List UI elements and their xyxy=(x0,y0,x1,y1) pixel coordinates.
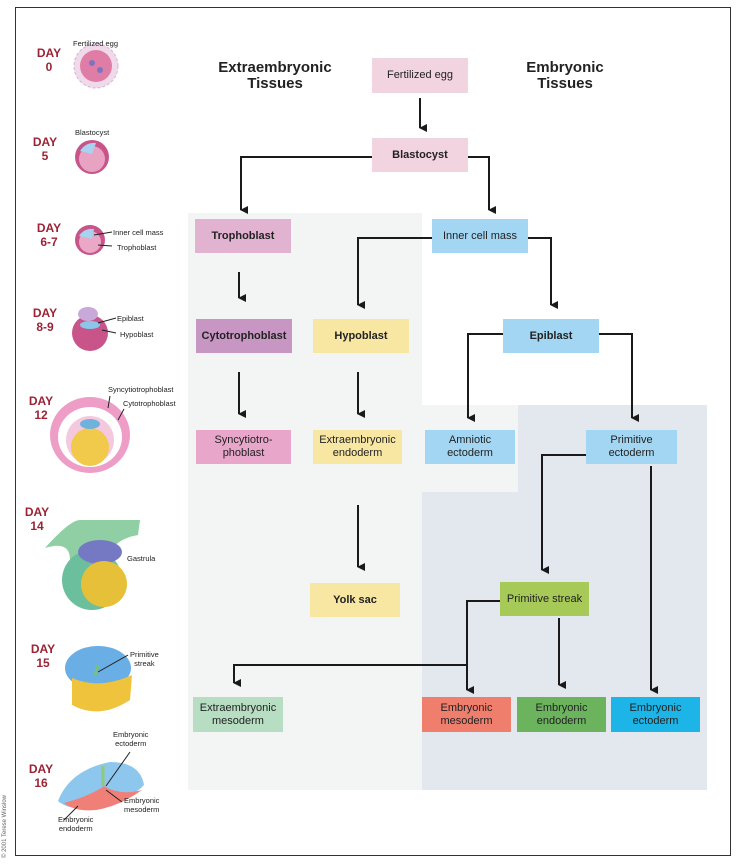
day-89-label: DAY 8-9 xyxy=(32,306,58,334)
box-label: Yolk sac xyxy=(333,593,377,606)
box-hypoblast: Hypoblast xyxy=(313,319,409,353)
box-fertilized-egg: Fertilized egg xyxy=(372,58,468,93)
label-inner-cell-mass: Inner cell mass xyxy=(113,228,164,237)
day15-illustration xyxy=(65,646,132,712)
box-embryonic-mesoderm: Embryonic mesoderm xyxy=(422,697,511,732)
arrow-blastocyst-icm xyxy=(468,156,496,214)
arrow-blastocyst-trophoblast xyxy=(240,156,372,214)
extraembryonic-panel xyxy=(188,213,422,790)
box-label: Extraembryonic endoderm xyxy=(319,434,396,459)
box-label: Syncytiotro- phoblast xyxy=(214,434,273,459)
day16-illustration xyxy=(58,751,144,821)
box-amniotic-ectoderm: Amniotic ectoderm xyxy=(425,430,515,464)
arrow-icm-hypoblast xyxy=(357,237,432,309)
day12-illustration xyxy=(50,395,130,473)
arrow-streak-extmeso xyxy=(233,664,467,687)
label-trophoblast: Trophoblast xyxy=(117,243,157,252)
box-label: Primitive streak xyxy=(506,592,583,605)
arrow-primect-streak xyxy=(541,454,586,574)
box-embryonic-ectoderm: Embryonic ectoderm xyxy=(611,697,700,732)
box-epiblast: Epiblast xyxy=(503,319,599,353)
box-label: Primitive ectoderm xyxy=(608,434,655,459)
box-label: Amniotic ectoderm xyxy=(447,434,493,459)
arrow-epiblast-amniotic xyxy=(467,333,503,422)
label-hypoblast: Hypoblast xyxy=(120,330,154,339)
box-blastocyst: Blastocyst xyxy=(372,138,468,172)
arrow-streak-mesoderm xyxy=(466,600,500,694)
box-label: Embryonic ectoderm xyxy=(629,701,682,727)
box-label: Inner cell mass xyxy=(443,229,517,242)
day-16-label: DAY 16 xyxy=(28,762,54,790)
embryonic-panel xyxy=(422,492,707,790)
day-12-label: DAY 12 xyxy=(28,394,54,422)
box-primitive-streak: Primitive streak xyxy=(500,582,589,616)
fertilized-egg-illustration xyxy=(73,43,119,89)
blastocyst-illustration xyxy=(75,140,109,174)
box-syncytiotrophoblast: Syncytiotro- phoblast xyxy=(196,430,291,464)
label-syncytiotrophoblast: Syncytiotrophoblast xyxy=(108,385,174,394)
day67-illustration xyxy=(75,225,113,255)
day-0-label: DAY 0 xyxy=(36,46,62,74)
day-5-label: DAY 5 xyxy=(32,135,58,163)
box-label: Blastocyst xyxy=(392,148,448,161)
day-67-label: DAY 6-7 xyxy=(36,221,62,249)
box-primitive-ectoderm: Primitive ectoderm xyxy=(586,430,677,464)
box-extraembryonic-endoderm: Extraembryonic endoderm xyxy=(313,430,402,464)
label-embryonic-mesoderm: Embryonic mesoderm xyxy=(124,796,160,814)
label-embryonic-endoderm: Embryonic endoderm xyxy=(58,815,94,833)
box-inner-cell-mass: Inner cell mass xyxy=(432,219,528,253)
label-embryonic-ectoderm: Embryonic ectoderm xyxy=(113,730,149,748)
box-label: Fertilized egg xyxy=(386,69,454,81)
day-15-label: DAY 15 xyxy=(30,642,56,670)
day-14-label: DAY 14 xyxy=(24,505,50,533)
day14-illustration xyxy=(45,520,140,610)
frame xyxy=(15,7,731,856)
box-label: Embryonic endoderm xyxy=(535,701,588,727)
box-yolk-sac: Yolk sac xyxy=(310,583,400,617)
extraembryonic-header: Extraembryonic Tissues xyxy=(218,59,332,92)
label-gastrula: Gastrula xyxy=(127,554,156,563)
label-primitive-streak: Primitive streak xyxy=(130,650,159,668)
box-label: Hypoblast xyxy=(334,329,388,342)
box-label: Embryonic mesoderm xyxy=(440,701,493,727)
label-cytotrophoblast: Cytotrophoblast xyxy=(123,399,176,408)
box-cytotrophoblast: Cytotrophoblast xyxy=(196,319,292,353)
day89-illustration xyxy=(72,307,117,351)
box-label: Epiblast xyxy=(529,329,573,342)
arrow-icm-epiblast xyxy=(528,237,558,309)
label-blastocyst: Blastocyst xyxy=(75,128,110,137)
box-trophoblast: Trophoblast xyxy=(195,219,291,253)
label-epiblast: Epiblast xyxy=(117,314,144,323)
box-embryonic-endoderm: Embryonic endoderm xyxy=(517,697,606,732)
label-fertilized-egg: Fertilized egg xyxy=(73,39,119,48)
arrow-epiblast-primitive xyxy=(599,333,639,422)
box-label: Trophoblast xyxy=(211,229,275,242)
box-label: Extraembryonic mesoderm xyxy=(199,701,277,727)
box-label: Cytotrophoblast xyxy=(201,329,287,342)
embryonic-header: Embryonic Tissues xyxy=(526,59,604,92)
copyright: © 2001 Terese Winslow xyxy=(2,794,8,858)
box-extraembryonic-mesoderm: Extraembryonic mesoderm xyxy=(193,697,283,732)
